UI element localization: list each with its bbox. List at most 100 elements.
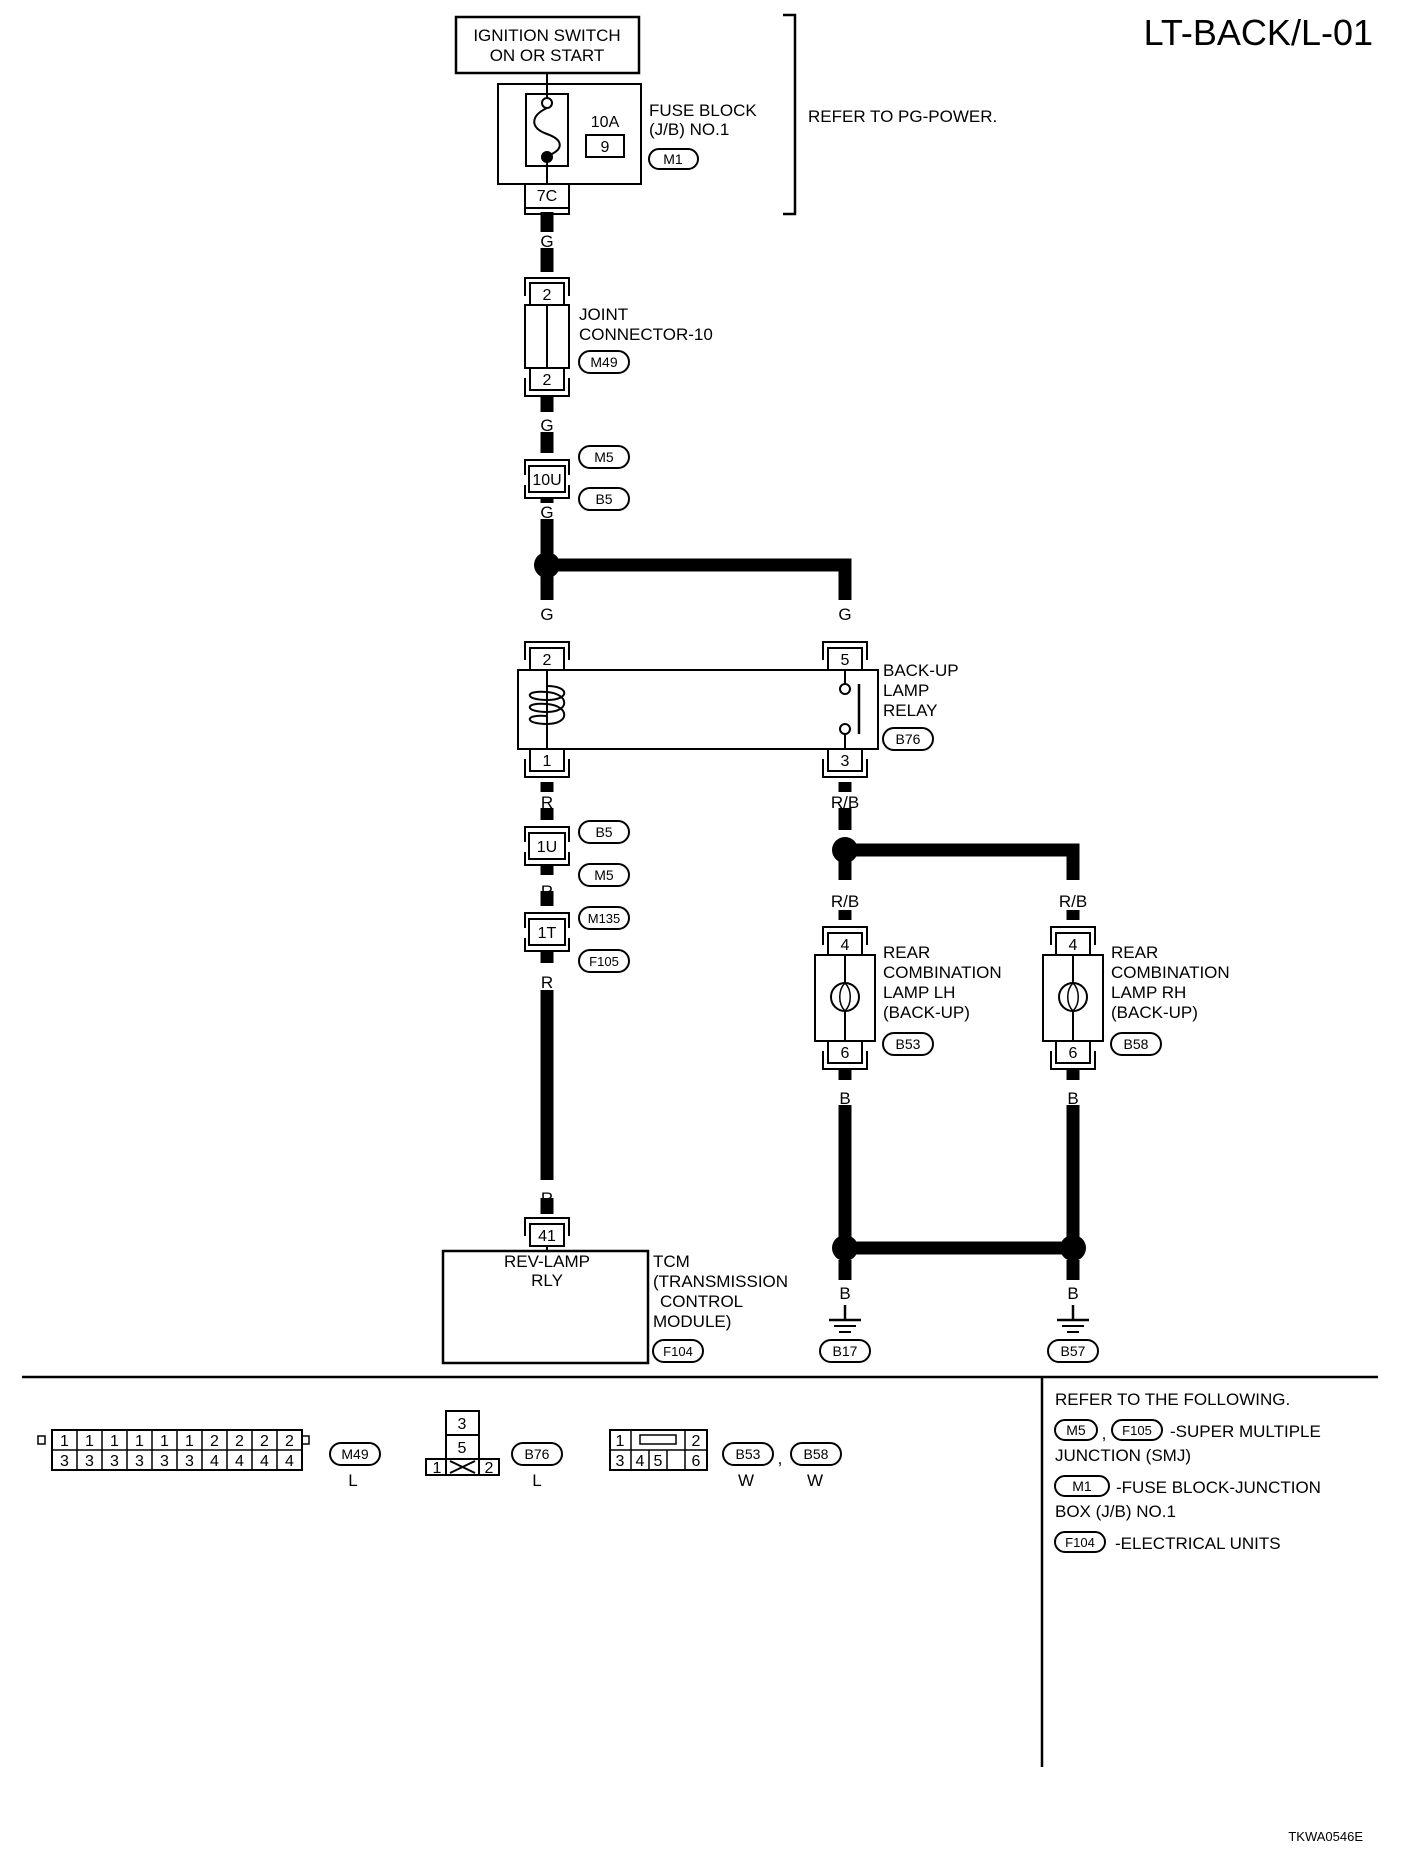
svg-text:7C: 7C xyxy=(537,188,557,205)
connector-face-b76: 3 5 1 2 B76 L xyxy=(425,1410,563,1490)
pg-bracket xyxy=(783,13,797,216)
splice-g xyxy=(534,552,560,578)
svg-text:FUSE BLOCK: FUSE BLOCK xyxy=(649,101,757,120)
svg-text:R: R xyxy=(541,973,553,992)
connector-1t: 1T M135 F105 xyxy=(524,906,630,973)
svg-text:(BACK-UP): (BACK-UP) xyxy=(883,1003,970,1022)
tcm: 41 REV-LAMP RLY TCM (TRANSMISSION CONTRO… xyxy=(441,1217,788,1365)
footer-code: TKWA0546E xyxy=(1288,1829,1363,1844)
pin-label: 3 xyxy=(160,1453,169,1470)
pin-label: 2 xyxy=(210,1433,219,1450)
svg-text:MODULE): MODULE) xyxy=(653,1312,731,1331)
svg-text:G: G xyxy=(540,232,553,251)
svg-text:LAMP LH: LAMP LH xyxy=(883,983,955,1002)
svg-text:JOINT: JOINT xyxy=(579,305,628,324)
svg-text:B53: B53 xyxy=(736,1446,761,1462)
svg-text:1T: 1T xyxy=(538,925,557,942)
svg-text:F105: F105 xyxy=(589,954,619,969)
svg-text:2: 2 xyxy=(692,1433,701,1450)
svg-text:F104: F104 xyxy=(663,1344,693,1359)
svg-text:W: W xyxy=(738,1471,754,1490)
refer-pg-text: REFER TO PG-POWER. xyxy=(808,107,997,126)
svg-text:10U: 10U xyxy=(532,472,561,489)
svg-text:G: G xyxy=(540,605,553,624)
svg-text:,: , xyxy=(778,1449,783,1468)
pin-label: 4 xyxy=(260,1453,269,1470)
svg-text:B: B xyxy=(1067,1284,1078,1303)
refer-to-following: REFER TO THE FOLLOWING. M5 , F105 -SUPER… xyxy=(1054,1390,1321,1553)
pin-label: 2 xyxy=(285,1433,294,1450)
svg-text:2: 2 xyxy=(543,372,552,389)
svg-text:5: 5 xyxy=(458,1440,467,1457)
svg-text:L: L xyxy=(348,1471,357,1490)
splice-rb xyxy=(832,837,858,863)
svg-text:3: 3 xyxy=(841,753,850,770)
splice-b-left xyxy=(832,1235,858,1261)
svg-text:10A: 10A xyxy=(591,114,620,131)
svg-text:5: 5 xyxy=(654,1453,663,1470)
svg-text:4: 4 xyxy=(841,937,850,954)
svg-text:JUNCTION (SMJ): JUNCTION (SMJ) xyxy=(1055,1446,1191,1465)
svg-text:B: B xyxy=(1067,1089,1078,1108)
svg-text:(TRANSMISSION: (TRANSMISSION xyxy=(653,1272,788,1291)
svg-text:4: 4 xyxy=(636,1453,645,1470)
svg-text:M5: M5 xyxy=(594,867,614,883)
svg-text:R/B: R/B xyxy=(1059,892,1087,911)
relay-coil xyxy=(528,685,566,726)
connector-1u: 1U B5 M5 xyxy=(524,820,630,887)
svg-text:9: 9 xyxy=(601,139,610,156)
svg-text:R: R xyxy=(541,793,553,812)
svg-text:M135: M135 xyxy=(588,911,621,926)
pin-label: 1 xyxy=(185,1433,194,1450)
svg-text:LAMP: LAMP xyxy=(883,681,929,700)
svg-text:1: 1 xyxy=(543,753,552,770)
svg-text:B17: B17 xyxy=(833,1343,858,1359)
svg-text:F105: F105 xyxy=(1122,1423,1152,1438)
rear-combination-lamp-lh: R/B 4 6 REAR COMBINATION LAMP LH (BACK-U… xyxy=(814,892,1002,1108)
svg-text:B: B xyxy=(839,1284,850,1303)
svg-text:BOX (J/B) NO.1: BOX (J/B) NO.1 xyxy=(1055,1502,1176,1521)
svg-text:B53: B53 xyxy=(896,1036,921,1052)
backup-lamp-relay: 2 1 5 3 BACK-UP LAMP RELAY B76 xyxy=(517,641,959,778)
svg-text:2: 2 xyxy=(543,287,552,304)
svg-text:B57: B57 xyxy=(1061,1343,1086,1359)
svg-text:2: 2 xyxy=(485,1460,494,1477)
svg-text:R/B: R/B xyxy=(831,892,859,911)
pin-label: 1 xyxy=(110,1433,119,1450)
ignition-switch: IGNITION SWITCH ON OR START xyxy=(454,15,641,75)
svg-text:R: R xyxy=(541,882,553,901)
svg-text:TCM: TCM xyxy=(653,1252,690,1271)
bulb-icon xyxy=(1058,982,1088,1012)
svg-text:1: 1 xyxy=(616,1433,625,1450)
svg-text:B58: B58 xyxy=(1124,1036,1149,1052)
pin-label: 4 xyxy=(235,1453,244,1470)
svg-text:W: W xyxy=(807,1471,823,1490)
svg-text:3: 3 xyxy=(616,1453,625,1470)
bulb-icon xyxy=(830,982,860,1012)
svg-text:RLY: RLY xyxy=(531,1271,563,1290)
svg-text:G: G xyxy=(540,503,553,522)
joint-connector: 2 2 JOINT CONNECTOR-10 M49 xyxy=(524,277,713,397)
svg-text:B5: B5 xyxy=(595,491,612,507)
svg-text:1: 1 xyxy=(433,1460,442,1477)
page-title: LT-BACK/L-01 xyxy=(1144,12,1373,53)
svg-text:1U: 1U xyxy=(537,839,557,856)
svg-text:41: 41 xyxy=(538,1228,556,1245)
svg-text:COMBINATION: COMBINATION xyxy=(883,963,1002,982)
pin-label: 3 xyxy=(135,1453,144,1470)
svg-text:L: L xyxy=(532,1471,541,1490)
pin-label: 2 xyxy=(235,1433,244,1450)
svg-text:G: G xyxy=(540,416,553,435)
svg-text:REFER TO THE FOLLOWING.: REFER TO THE FOLLOWING. xyxy=(1055,1390,1290,1409)
svg-text:REAR: REAR xyxy=(1111,943,1158,962)
svg-text:B5: B5 xyxy=(595,824,612,840)
svg-text:-SUPER MULTIPLE: -SUPER MULTIPLE xyxy=(1170,1422,1321,1441)
svg-text:M49: M49 xyxy=(341,1446,368,1462)
svg-text:F104: F104 xyxy=(1065,1535,1095,1550)
svg-text:R: R xyxy=(541,1189,553,1208)
pin-label: 1 xyxy=(85,1433,94,1450)
svg-text:-ELECTRICAL UNITS: -ELECTRICAL UNITS xyxy=(1115,1534,1281,1553)
svg-text:ON OR START: ON OR START xyxy=(490,46,605,65)
